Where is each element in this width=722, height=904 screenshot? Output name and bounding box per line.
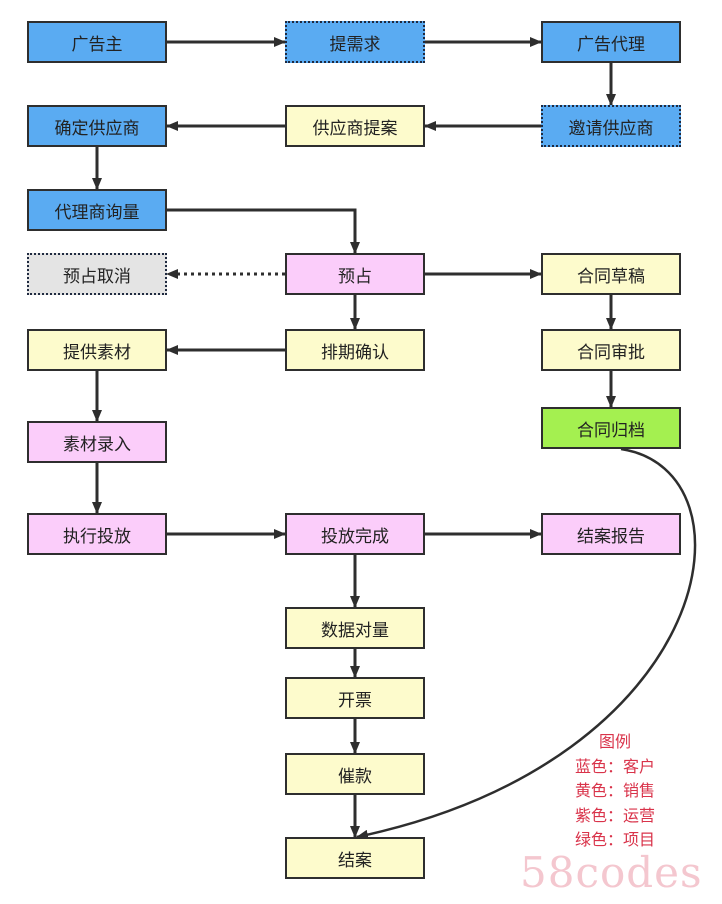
node-supplier-proposal: 供应商提案 [285, 105, 425, 147]
node-label: 排期确认 [321, 342, 389, 363]
node-label: 预占 [338, 266, 372, 287]
node-label: 供应商提案 [312, 118, 398, 139]
node-close-case: 结案 [285, 837, 425, 879]
node-provide-material: 提供素材 [27, 329, 167, 371]
legend-item-purple: 紫色：运营 [574, 805, 655, 825]
node-label: 代理商询量 [54, 202, 140, 223]
node-material-entry: 素材录入 [27, 421, 167, 463]
node-label: 催款 [338, 766, 372, 787]
node-contract-approval: 合同审批 [541, 329, 681, 371]
node-delivery-complete: 投放完成 [285, 513, 425, 555]
node-label: 提需求 [329, 34, 381, 55]
node-invoice: 开票 [285, 677, 425, 719]
node-reservation: 预占 [285, 253, 425, 295]
node-label: 执行投放 [63, 526, 131, 547]
edge-contract-archive-to-close-case [356, 447, 697, 840]
node-label: 广告代理 [577, 34, 645, 55]
node-invite-supplier: 邀请供应商 [541, 105, 681, 147]
node-label: 投放完成 [321, 526, 389, 547]
node-execute-delivery: 执行投放 [27, 513, 167, 555]
node-label: 合同审批 [577, 342, 645, 363]
legend-title: 图例 [598, 732, 631, 751]
node-request: 提需求 [285, 21, 425, 63]
legend-item-green: 绿色：项目 [574, 830, 655, 849]
node-label: 结案报告 [577, 526, 645, 547]
node-advertiser: 广告主 [27, 21, 167, 63]
node-schedule-confirm: 排期确认 [285, 329, 425, 371]
node-label: 邀请供应商 [568, 118, 654, 139]
node-label: 素材录入 [63, 434, 131, 455]
node-label: 广告主 [71, 34, 123, 55]
edge-agency-inquiry-to-reservation [167, 208, 360, 254]
node-cancel-reservation: 预占取消 [27, 253, 167, 295]
node-label: 确定供应商 [54, 118, 140, 139]
node-label: 合同草稿 [577, 266, 645, 287]
node-collection: 催款 [285, 753, 425, 795]
node-label: 提供素材 [63, 342, 131, 363]
node-label: 合同归档 [577, 420, 645, 441]
node-closing-report: 结案报告 [541, 513, 681, 555]
node-label: 预占取消 [63, 266, 131, 287]
watermark: 58codes [520, 848, 703, 897]
node-label: 数据对量 [321, 620, 389, 641]
node-label: 开票 [338, 690, 372, 711]
node-agency: 广告代理 [541, 21, 681, 63]
node-label: 结案 [338, 850, 372, 871]
node-contract-draft: 合同草稿 [541, 253, 681, 295]
node-confirm-supplier: 确定供应商 [27, 105, 167, 147]
legend-item-yellow: 黄色：销售 [574, 781, 655, 800]
node-contract-archive: 合同归档 [541, 407, 681, 449]
node-agency-inquiry: 代理商询量 [27, 189, 167, 231]
legend: 图例 蓝色：客户 黄色：销售 紫色：运营 绿色：项目 [560, 730, 670, 853]
node-data-reconcile: 数据对量 [285, 607, 425, 649]
legend-item-blue: 蓝色：客户 [574, 756, 655, 776]
